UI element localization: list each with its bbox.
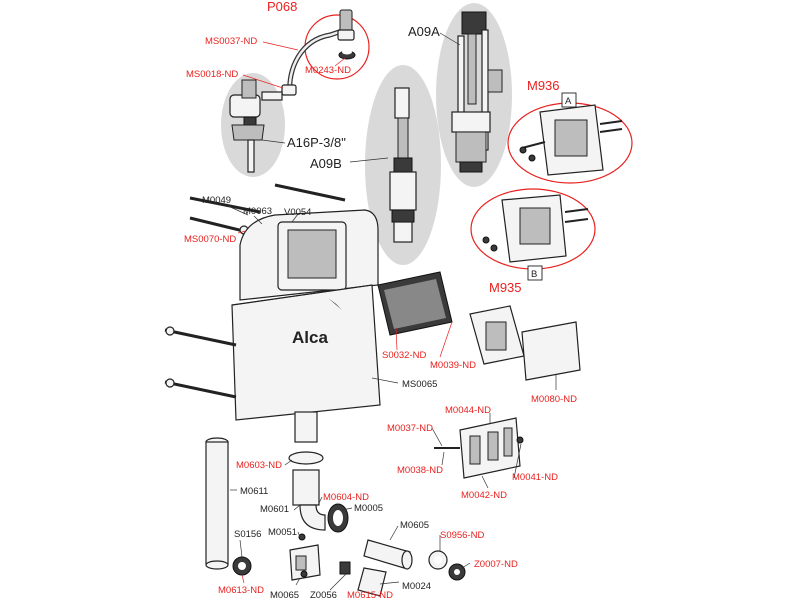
label-ms0070: MS0070-ND [184, 234, 236, 245]
pipe-m0605 [363, 539, 413, 570]
label-a09b: A09B [310, 156, 342, 171]
hose-assembly [281, 9, 356, 96]
label-m0243: M0243-ND [305, 65, 351, 76]
label-v0054: V0054 [284, 207, 311, 218]
rings [232, 550, 466, 581]
pipe-m0611 [205, 437, 229, 570]
label-a09a: A09A [408, 24, 440, 39]
m0080-plate [521, 321, 581, 381]
label-s0156: S0156 [234, 529, 261, 540]
m936-mechanism [519, 104, 623, 176]
a09b-valve [389, 87, 417, 243]
brand-logo: Alca [292, 328, 328, 347]
label-m0038: M0038-ND [397, 465, 443, 476]
label-m0037: M0037-ND [387, 423, 433, 434]
callout-box-a [561, 92, 577, 108]
callout-box-b [527, 265, 543, 281]
label-m0613: M0613-ND [218, 585, 264, 596]
label-m0601: M0601 [260, 504, 289, 515]
label-box-a: A [565, 96, 572, 107]
label-m0615: M0615-ND [347, 590, 393, 600]
label-m0065: M0065 [270, 590, 299, 600]
bracket-m0065 [289, 533, 351, 581]
label-s0032: S0032-ND [382, 350, 426, 361]
label-m0611: M0611 [240, 486, 268, 497]
label-ms0018: MS0018-ND [186, 69, 238, 80]
label-m0041: M0041-ND [512, 472, 558, 483]
pipe-m0024 [357, 567, 387, 597]
a16p-valve [229, 79, 283, 173]
leader-lines [227, 32, 557, 591]
label-ms0037: MS0037-ND [205, 36, 257, 47]
a09a-valve [451, 11, 503, 173]
label-m0039: M0039-ND [430, 360, 476, 371]
drain-parts [288, 411, 349, 533]
m0044-plate [434, 417, 524, 479]
label-m0049: M0049 [202, 195, 231, 206]
label-m0063: M0063 [243, 206, 272, 217]
label-p068: P068 [267, 0, 297, 14]
label-z0007: Z0007-ND [474, 559, 518, 570]
inspection-frame [377, 271, 525, 365]
label-z0056: Z0056 [310, 590, 337, 600]
label-m0605: M0605 [400, 520, 429, 531]
label-m0604: M0604-ND [323, 492, 369, 503]
label-m0042: M0042-ND [461, 490, 507, 501]
label-m0603: M0603-ND [236, 460, 282, 471]
label-m936: M936 [527, 78, 560, 93]
m935-mechanism [482, 194, 589, 263]
label-m0044: M0044-ND [445, 405, 491, 416]
label-ms0065: MS0065 [402, 379, 437, 390]
label-m935: M935 [489, 280, 522, 295]
side-bolts [164, 326, 237, 399]
label-a16p: A16P-3/8" [287, 135, 346, 150]
label-box-b: B [531, 269, 537, 280]
label-m0080: M0080-ND [531, 394, 577, 405]
label-m0024: M0024 [402, 581, 431, 592]
label-s0956: S0956-ND [440, 530, 484, 541]
cistern: Alca [231, 209, 381, 421]
label-m0005: M0005 [354, 503, 383, 514]
label-m0051: M0051 [268, 527, 297, 538]
